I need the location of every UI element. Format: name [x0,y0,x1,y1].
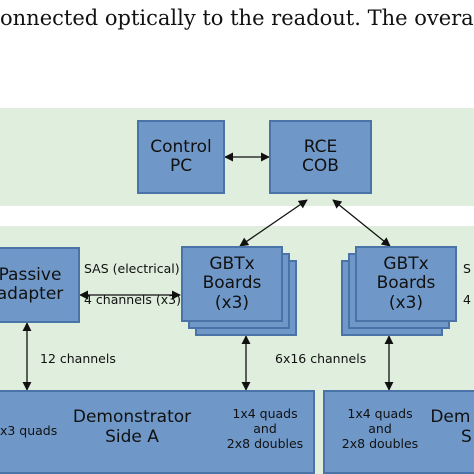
passive-adapter-line-1: Passive [0,264,62,285]
sas-electrical-label: SAS (electrical) [84,261,180,276]
rce-gbtx-left-arrow [239,199,308,247]
gbtx-right-line-1: GBTx [383,254,429,275]
demonstrator-a-right-text: 1x4 quads and 2x8 doubles [222,406,308,451]
gbtx-left-line-1: GBTx [209,254,255,275]
channels-label-cut: 4 [463,292,471,307]
demonstrator-b-title-line-1: Dem [430,407,471,427]
rce-cob-line-2: COB [302,156,339,176]
gbtx-left-line-2: Boards [202,273,262,294]
passive-adapter-line-2: adapter [0,284,64,304]
gbtx-right-line-3: (x3) [388,292,424,313]
control-pc-box: Control PC [137,120,225,194]
rce-cob-box: RCE COB [269,120,372,194]
caption-text: onnected optically to the readout. The o… [0,6,474,30]
demonstrator-a-right-line-2: and [253,421,277,436]
demonstrator-a-title-line-1: Demonstrator [72,407,192,427]
demonstrator-a-left-text: 1x3 quads [0,423,58,438]
rce-cob-line-1: RCE [303,136,338,157]
gbtx-right-line-2: Boards [376,273,436,294]
six-by-sixteen-channels-label: 6x16 channels [275,351,367,366]
demonstrator-side-a-box: 1x3 quads Demonstrator Side A 1x4 quads … [0,390,315,474]
rce-gbtx-right-arrow [332,199,391,247]
gbtx-left-line-3: (x3) [214,292,250,313]
four-channels-label: 4 channels (x3) [84,292,181,307]
demonstrator-b-title: Dem S [429,407,472,447]
gbtx-left-box: GBTx Boards (x3) [181,246,283,322]
demonstrator-b-title-line-2: S [461,426,472,447]
control-pc-line-1: Control [150,136,212,157]
demonstrator-a-right-line-3: 2x8 doubles [226,436,304,451]
sas-label-cut: S [463,261,471,276]
passive-adapter-box: Passive adapter [0,247,80,323]
twelve-channels-label: 12 channels [40,351,116,366]
demonstrator-side-b-box: 1x4 quads and 2x8 doubles Dem S [323,390,474,474]
demonstrator-a-title-line-2: Side A [105,426,159,447]
control-pc-line-2: PC [169,156,193,176]
demonstrator-b-left-line-2: and [368,421,392,436]
demonstrator-b-left-text: 1x4 quads and 2x8 doubles [337,406,423,451]
demonstrator-b-left-line-1: 1x4 quads [347,406,413,421]
demonstrator-a-title: Demonstrator Side A [70,407,194,447]
gbtx-right-box: GBTx Boards (x3) [355,246,457,322]
demonstrator-a-right-line-1: 1x4 quads [232,406,298,421]
demonstrator-b-left-line-3: 2x8 doubles [341,436,419,451]
